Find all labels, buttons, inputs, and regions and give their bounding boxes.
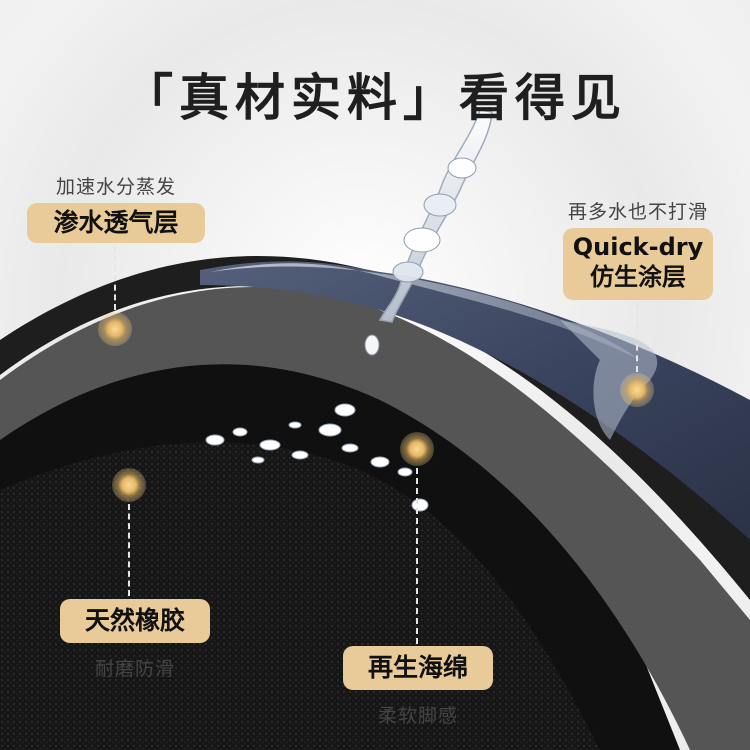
coating-label-line1: Quick-dry	[572, 233, 704, 261]
breathable-label: 渗水透气层	[27, 203, 205, 243]
sponge-marker	[400, 432, 434, 466]
coating-marker	[620, 373, 654, 407]
rubber-label: 天然橡胶	[60, 599, 210, 643]
rubber-caption: 耐磨防滑	[94, 658, 175, 680]
page-headline: 「真材实料」看得见	[123, 69, 627, 127]
breathable-leader-line	[114, 246, 116, 310]
breathable-marker	[98, 312, 132, 346]
water-splash	[205, 403, 429, 512]
sponge-caption: 柔软脚感	[377, 705, 458, 727]
water-stream	[364, 109, 493, 356]
coating-label-line2: 仿生涂层	[590, 263, 686, 291]
breathable-caption: 加速水分蒸发	[55, 176, 176, 198]
coating-label: Quick-dry 仿生涂层	[563, 228, 713, 300]
sponge-label: 再生海绵	[343, 646, 493, 690]
sponge-leader-line	[416, 468, 418, 644]
coating-caption: 再多水也不打滑	[567, 201, 708, 223]
coating-leader-line	[636, 302, 638, 372]
rubber-leader-line	[128, 504, 130, 596]
rubber-marker	[112, 468, 146, 502]
